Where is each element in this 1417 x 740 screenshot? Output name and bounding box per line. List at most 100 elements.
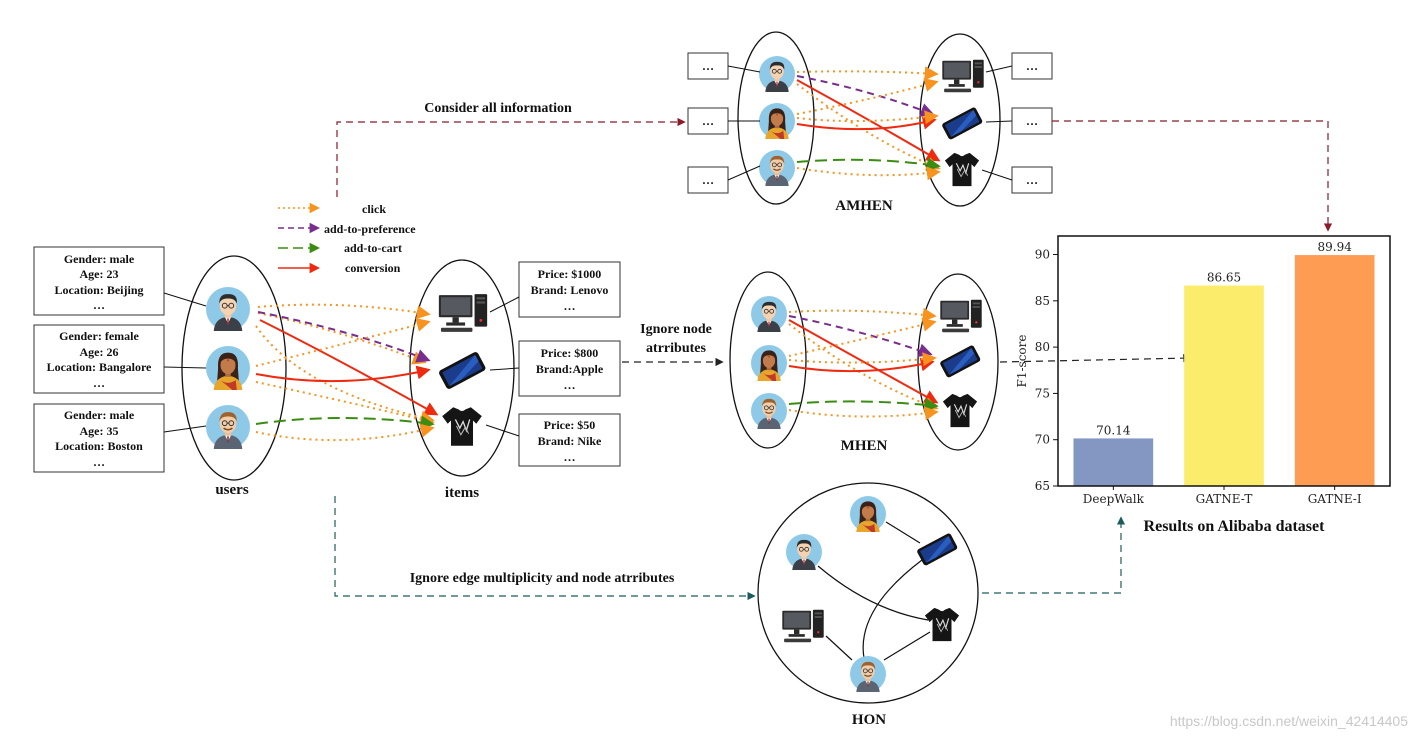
mhen-item-phone-icon: [939, 344, 982, 379]
amhen-item-info-placeholder: …: [1011, 166, 1053, 194]
edge-conversion: [255, 365, 431, 383]
item-info-box-3: Price: $50 Brand: Nike …: [518, 413, 621, 467]
item-info-line: Brand: Lenovo: [531, 283, 609, 297]
edge-click: [788, 317, 937, 357]
connector-line: [163, 292, 207, 307]
user-avatar-2: [206, 346, 250, 390]
connector-line: [489, 367, 520, 371]
x-tick-label: DeepWalk: [1083, 492, 1145, 506]
user-info-line: Location: Boston: [55, 439, 143, 453]
flow-arrow-mhen-to-chart: [999, 353, 1192, 363]
user-info-line: Gender: male: [64, 408, 135, 422]
chart-title: Results on Alibaba dataset: [1144, 518, 1326, 535]
hon-user-avatar-male: [786, 534, 822, 570]
item-info-line: Brand: Nike: [538, 434, 602, 448]
user-info-ellipsis: …: [93, 376, 105, 390]
y-tick-label: 65: [1035, 479, 1050, 493]
hon-item-tshirt-icon: [924, 607, 960, 642]
hon-circle: [757, 482, 979, 704]
mhen-item-tshirt-icon: [942, 393, 978, 428]
amhen-user-avatar-2: [759, 103, 795, 139]
connector-line: [727, 65, 761, 73]
item-info-ellipsis: …: [564, 299, 576, 313]
edge-conversion: [796, 79, 941, 162]
amhen-user-avatar-1: [759, 56, 795, 92]
amhen-item-info-placeholder: …: [1011, 107, 1053, 135]
hon-flow-label: Ignore edge multiplicity and node atrrib…: [410, 571, 675, 586]
legend-label-click: click: [362, 202, 386, 216]
user-avatar-3: [206, 405, 250, 449]
item-info-ellipsis: …: [564, 378, 576, 392]
placeholder-ellipsis: …: [702, 59, 714, 73]
items-label: items: [445, 485, 479, 501]
edge-add-to-preference: [257, 311, 431, 363]
edge-click: [257, 303, 431, 320]
hon-user-avatar-female: [850, 496, 886, 532]
hon-label: HON: [852, 712, 886, 728]
mhen-user-avatar-2: [751, 345, 787, 381]
edge-conversion: [788, 357, 935, 373]
bar-value-label: 89.94: [1317, 240, 1352, 254]
item-tshirt-icon: [441, 406, 483, 447]
mhen-items-ellipse: [917, 273, 999, 451]
placeholder-ellipsis: …: [1026, 114, 1038, 128]
edge-click: [788, 323, 939, 411]
edge-click: [796, 166, 941, 181]
amhen-user-avatar-3: [759, 150, 795, 186]
main-edges: [255, 303, 439, 442]
legend-label-add-to-cart: add-to-cart: [344, 241, 402, 255]
bar-value-label: 70.14: [1096, 423, 1131, 437]
amhen-users-ellipse: [737, 31, 815, 205]
chart-bars: [1073, 255, 1375, 486]
flow-arrow-to-amhen: [336, 117, 686, 197]
mhen-user-avatar-3: [751, 393, 787, 429]
item-info-ellipsis: …: [564, 450, 576, 464]
amhen-user-info-placeholder: …: [687, 166, 729, 194]
user-info-line: Location: Bangalore: [47, 360, 152, 374]
item-phone-icon: [437, 350, 487, 391]
mhen-flow-label-line1: Ignore node: [640, 322, 712, 337]
hon-edges: [817, 521, 931, 661]
edge-add-to-cart: [255, 415, 435, 430]
mhen-edges: [788, 307, 939, 421]
edge-click: [255, 325, 435, 425]
user-info-box-1: Gender: male Age: 23 Location: Beijing …: [33, 246, 165, 316]
chart-frame: [1057, 235, 1391, 487]
item-info-line: Price: $800: [541, 346, 599, 360]
item-info-line: Price: $50: [544, 418, 596, 432]
edge-conversion: [788, 319, 939, 404]
user-info-line: Gender: male: [64, 252, 135, 266]
amhen-item-computer-icon: [942, 59, 984, 93]
connector-line: [485, 424, 520, 437]
item-info-line: Price: $1000: [538, 267, 602, 281]
amhen-edges: [796, 66, 941, 181]
edge-legend: click add-to-preference add-to-cart conv…: [278, 202, 416, 275]
users-label: users: [215, 482, 248, 498]
y-tick-label: 70: [1035, 433, 1050, 447]
amhen-item-info-placeholder: …: [1011, 52, 1053, 80]
placeholder-ellipsis: …: [702, 114, 714, 128]
edge-click: [788, 406, 939, 421]
y-tick-label: 75: [1035, 386, 1050, 400]
bar-value-label: 86.65: [1207, 271, 1241, 285]
edge-add-to-cart: [788, 397, 939, 412]
amhen-label: AMHEN: [835, 198, 893, 214]
user-info-box-2: Gender: female Age: 26 Location: Bangalo…: [33, 324, 165, 394]
connector-line: [489, 296, 520, 313]
hon-item-phone-icon: [916, 532, 959, 567]
edge-click: [255, 318, 431, 367]
edge-conversion: [796, 115, 937, 131]
y-tick-label: 90: [1035, 248, 1050, 262]
amhen-flow-label: Consider all information: [424, 101, 572, 116]
user-info-line: Gender: female: [59, 329, 139, 343]
item-info-line: Brand:Apple: [536, 362, 604, 376]
connector-line: [981, 169, 1013, 181]
mhen-users-ellipse: [729, 271, 807, 449]
connector-line: [163, 366, 207, 369]
mhen-user-avatar-1: [751, 296, 787, 332]
user-avatar-1: [206, 287, 250, 331]
user-info-line: Age: 23: [80, 267, 119, 281]
amhen-network: … … … … … … AMHEN: [687, 31, 1053, 214]
